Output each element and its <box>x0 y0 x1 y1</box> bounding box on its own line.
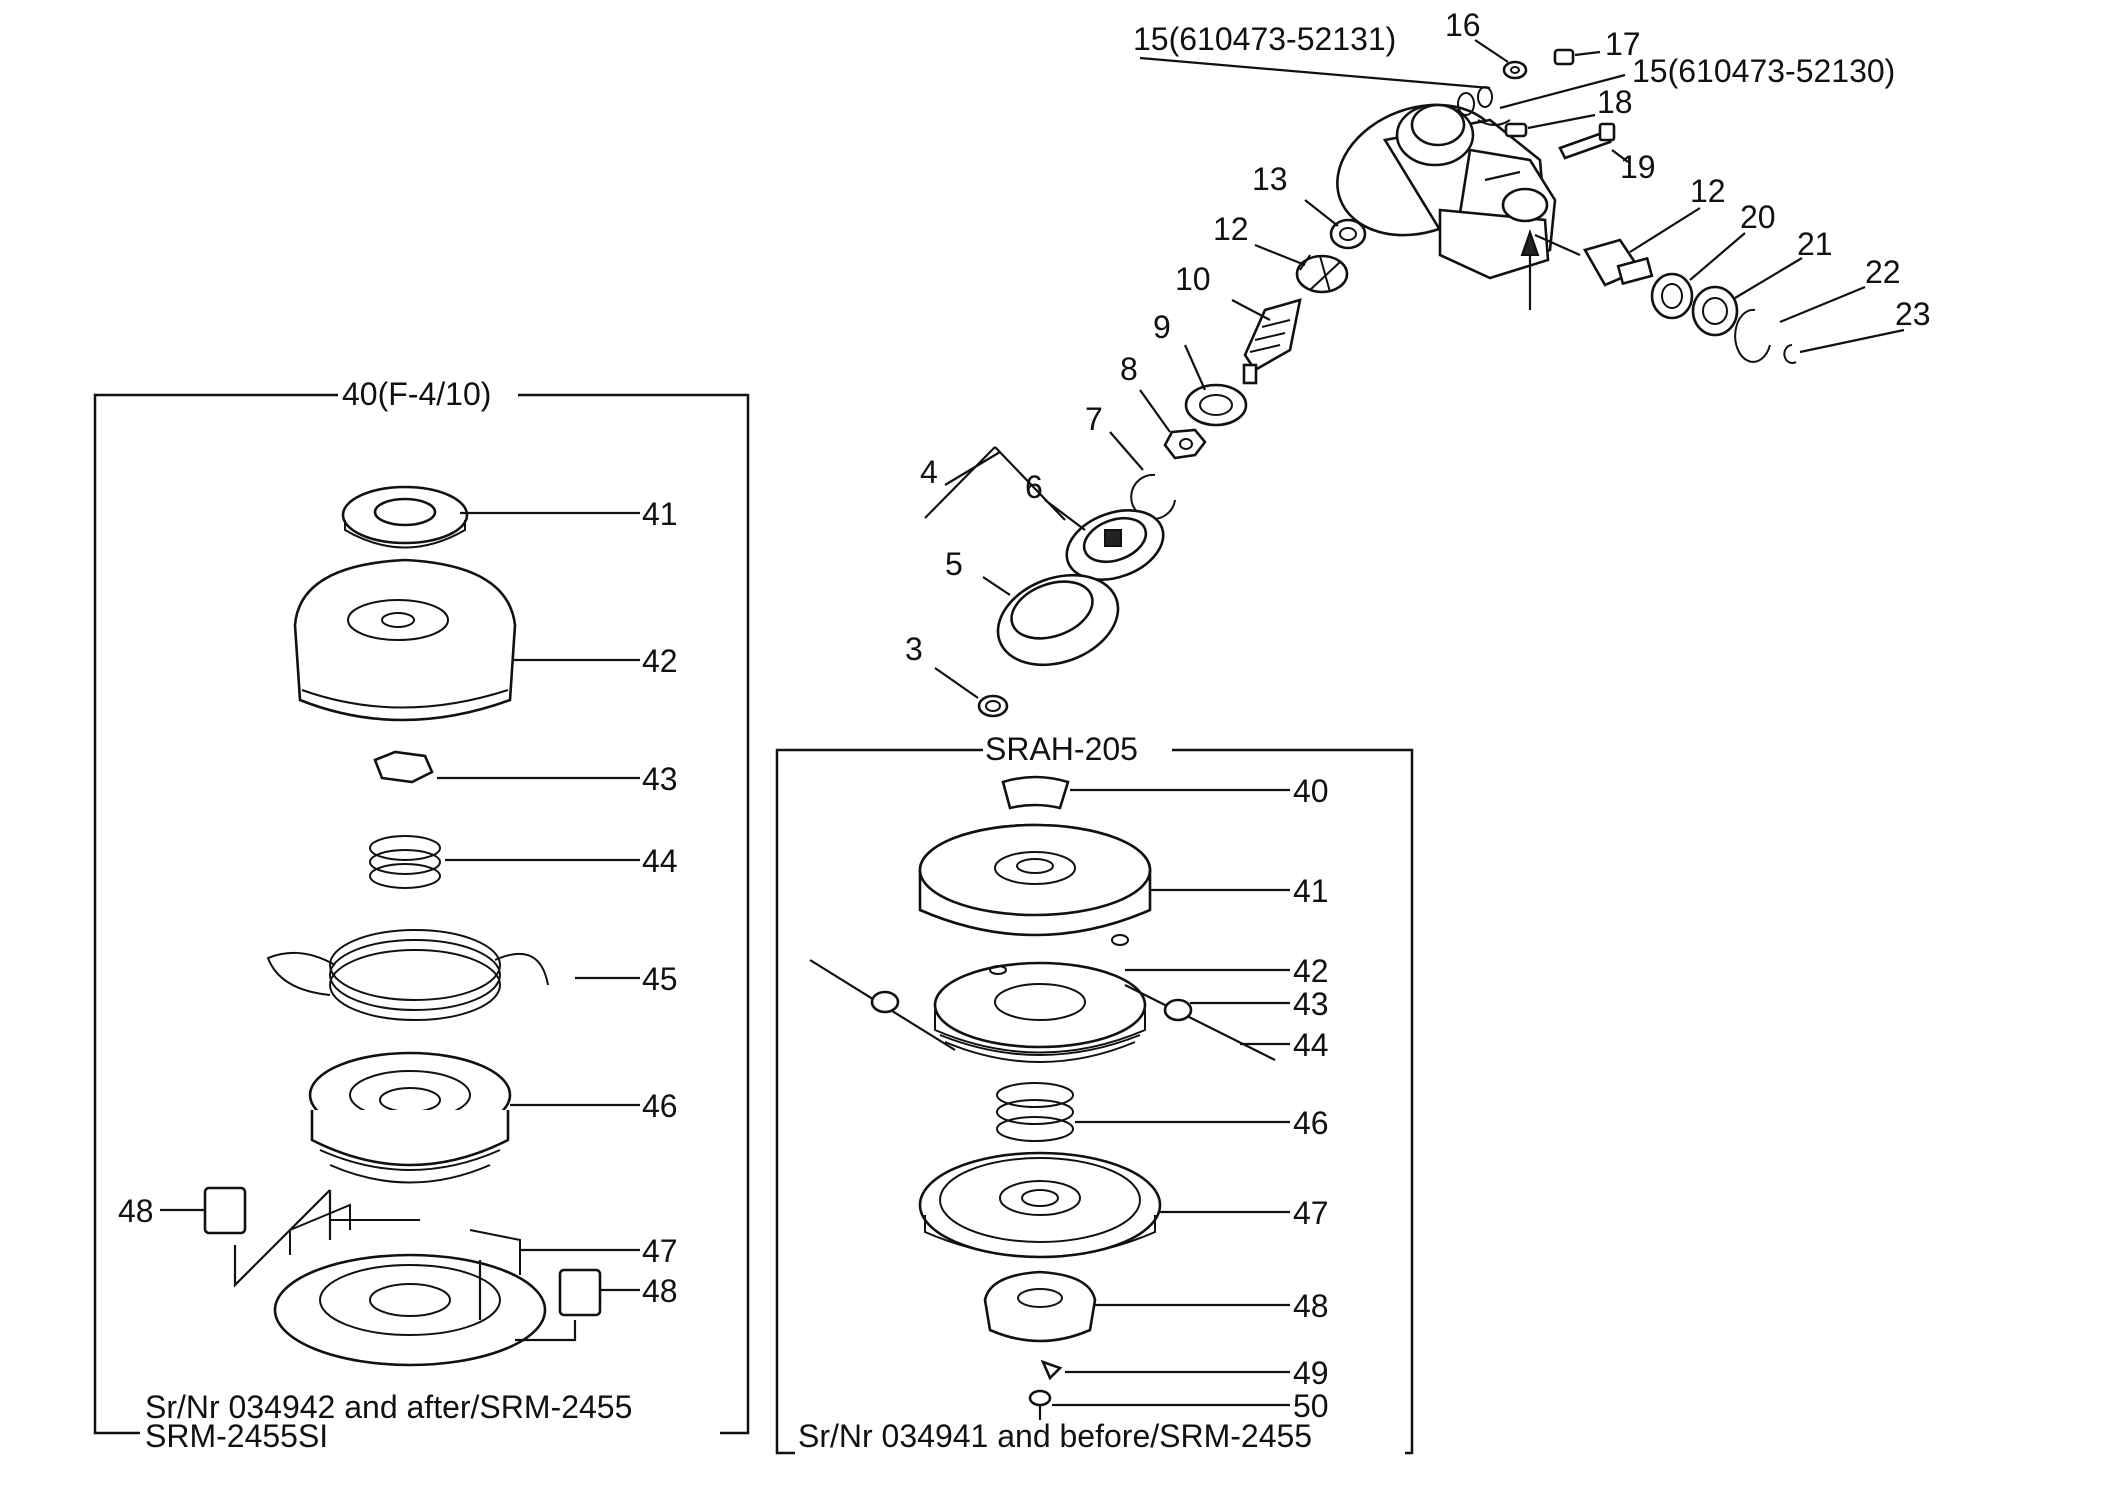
label-8: 8 <box>1120 351 1138 387</box>
right-label-40: 40 <box>1293 773 1329 809</box>
left-footer-2: SRM-2455SI <box>145 1418 328 1454</box>
left-label-48b: 48 <box>642 1273 678 1309</box>
gearcase-leaders <box>924 39 1905 699</box>
part-49-washer <box>1040 1359 1063 1381</box>
label-23: 23 <box>1895 296 1931 332</box>
right-label-41: 41 <box>1293 873 1329 909</box>
left-label-46: 46 <box>642 1088 678 1124</box>
right-box-srah-205: SRAH-205 <box>775 731 1414 1455</box>
label-16: 16 <box>1445 7 1481 43</box>
left-box-title: 40(F-4/10) <box>342 376 491 412</box>
part-42-cover <box>293 558 517 722</box>
label-10: 10 <box>1175 261 1211 297</box>
right-label-42: 42 <box>1293 953 1329 989</box>
right-label-43: 43 <box>1293 986 1329 1022</box>
part-47-base <box>918 1151 1162 1259</box>
label-13: 13 <box>1252 161 1288 197</box>
part-45-line <box>266 929 549 1021</box>
right-label-46: 46 <box>1293 1105 1329 1141</box>
right-label-44: 44 <box>1293 1027 1329 1063</box>
left-label-45: 45 <box>642 961 678 997</box>
right-label-50: 50 <box>1293 1388 1329 1424</box>
part-46-spring <box>996 1082 1074 1142</box>
part-46-spool <box>308 1051 512 1184</box>
left-footer-1: Sr/Nr 034942 and after/SRM-2455 <box>145 1389 632 1425</box>
label-12b: 12 <box>1690 173 1726 209</box>
part-41-cover <box>918 823 1152 946</box>
part-48-clips <box>203 1186 602 1342</box>
left-label-48a: 48 <box>118 1193 154 1229</box>
part-40-cap <box>1001 775 1070 810</box>
label-12a: 12 <box>1213 211 1249 247</box>
label-20: 20 <box>1740 199 1776 235</box>
part-43-44-line <box>809 959 1276 1061</box>
left-box-f4-10: 40(F-4/10) <box>93 376 750 1454</box>
right-label-49: 49 <box>1293 1355 1329 1391</box>
label-18: 18 <box>1597 84 1633 120</box>
part-47-housing <box>273 1190 547 1367</box>
label-5: 5 <box>945 546 963 582</box>
label-4: 4 <box>920 454 938 490</box>
left-label-41: 41 <box>642 496 678 532</box>
label-22: 22 <box>1865 254 1901 290</box>
label-7: 7 <box>1085 401 1103 437</box>
left-label-42: 42 <box>642 643 678 679</box>
part-41-ring <box>341 485 469 549</box>
label-15a: 15(610473-52131) <box>1133 21 1396 57</box>
part-42-spool <box>933 961 1147 1063</box>
right-label-47: 47 <box>1293 1195 1329 1231</box>
horizontal-shaft-parts <box>1583 238 1797 364</box>
right-box-title: SRAH-205 <box>985 731 1138 767</box>
small-fasteners <box>1457 48 1616 160</box>
label-19: 19 <box>1620 149 1656 185</box>
gear-housing <box>1336 103 1581 310</box>
gearcase-assembly: 15(610473-52131) 16 17 15(610473-52130) … <box>905 7 1931 718</box>
label-6: 6 <box>1025 469 1043 505</box>
label-21: 21 <box>1797 226 1833 262</box>
left-label-44: 44 <box>642 843 678 879</box>
label-9: 9 <box>1153 309 1171 345</box>
right-footer: Sr/Nr 034941 and before/SRM-2455 <box>798 1418 1312 1454</box>
label-17: 17 <box>1605 26 1641 62</box>
part-50-screw <box>1028 1389 1052 1420</box>
part-43-nut <box>373 750 434 784</box>
label-3: 3 <box>905 631 923 667</box>
label-15b: 15(610473-52130) <box>1632 53 1895 89</box>
left-label-43: 43 <box>642 761 678 797</box>
right-label-48: 48 <box>1293 1288 1329 1324</box>
part-48-knob <box>983 1270 1097 1343</box>
left-label-47: 47 <box>642 1233 678 1269</box>
part-44-spring <box>369 835 441 889</box>
output-shaft-stack <box>977 218 1367 718</box>
